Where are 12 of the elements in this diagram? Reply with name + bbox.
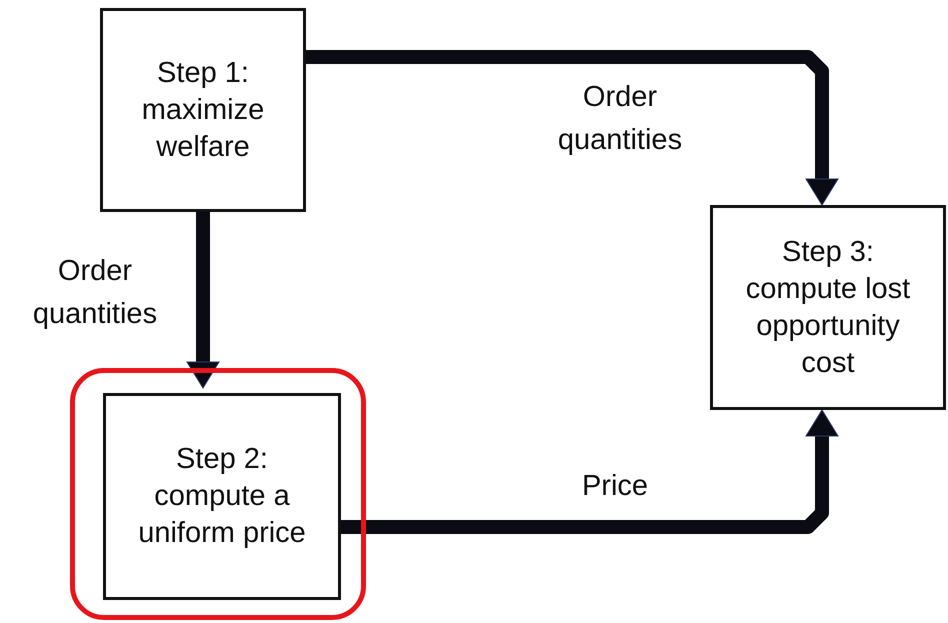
highlight-frame bbox=[70, 368, 366, 620]
process-box bbox=[103, 393, 341, 600]
arrow bbox=[306, 50, 838, 206]
step-text: Step 2: compute a uniform price bbox=[137, 442, 307, 551]
edge-label: Order quantities bbox=[556, 80, 684, 158]
arrow bbox=[186, 212, 220, 388]
step-text: Step 3: compute lost opportunity cost bbox=[744, 234, 912, 380]
process-box bbox=[100, 8, 306, 212]
edge-label: Order quantities bbox=[32, 254, 158, 332]
edge-label: Price bbox=[580, 469, 650, 504]
step-text: Step 1: maximize welfare bbox=[140, 56, 266, 164]
process-box bbox=[710, 205, 946, 410]
